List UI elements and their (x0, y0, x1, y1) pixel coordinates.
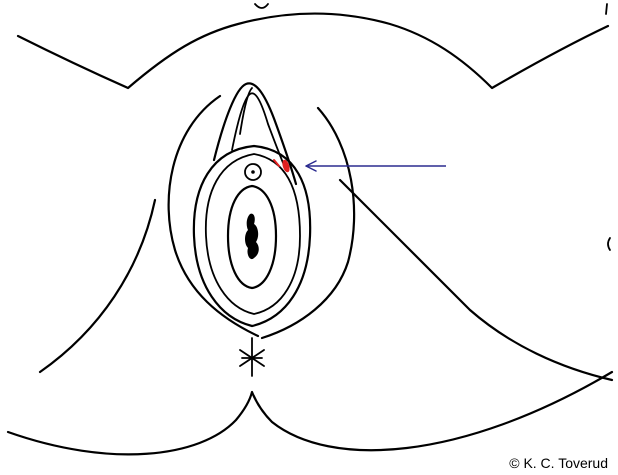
upper-outline-curve (16, 12, 610, 90)
upper-fold-outer (212, 82, 298, 186)
inner-vestibule (226, 184, 278, 290)
upper-fold-inner (231, 92, 287, 171)
highlight-mark-red-small (273, 159, 280, 167)
upper-fold-center (239, 87, 253, 135)
pointer-arrow (305, 160, 446, 172)
small-circle (244, 163, 262, 181)
edge-mark-top (254, 3, 269, 9)
central-dark-shape (245, 213, 259, 260)
labia-outer (192, 144, 312, 328)
labia-middle (205, 153, 301, 315)
outer-left-curve (167, 94, 260, 338)
copyright-credit: © K. C. Toverud (509, 455, 608, 471)
small-circle-dot (251, 170, 255, 174)
outer-right-curve (260, 106, 356, 340)
left-sweep-line (38, 198, 157, 374)
star-mark (239, 337, 265, 377)
edge-mark-right-mid (607, 237, 611, 251)
edge-mark-right-top (605, 3, 608, 15)
highlight-mark-red (282, 159, 290, 173)
right-sweep-line (338, 178, 614, 382)
bottom-outline-curve (6, 370, 614, 456)
